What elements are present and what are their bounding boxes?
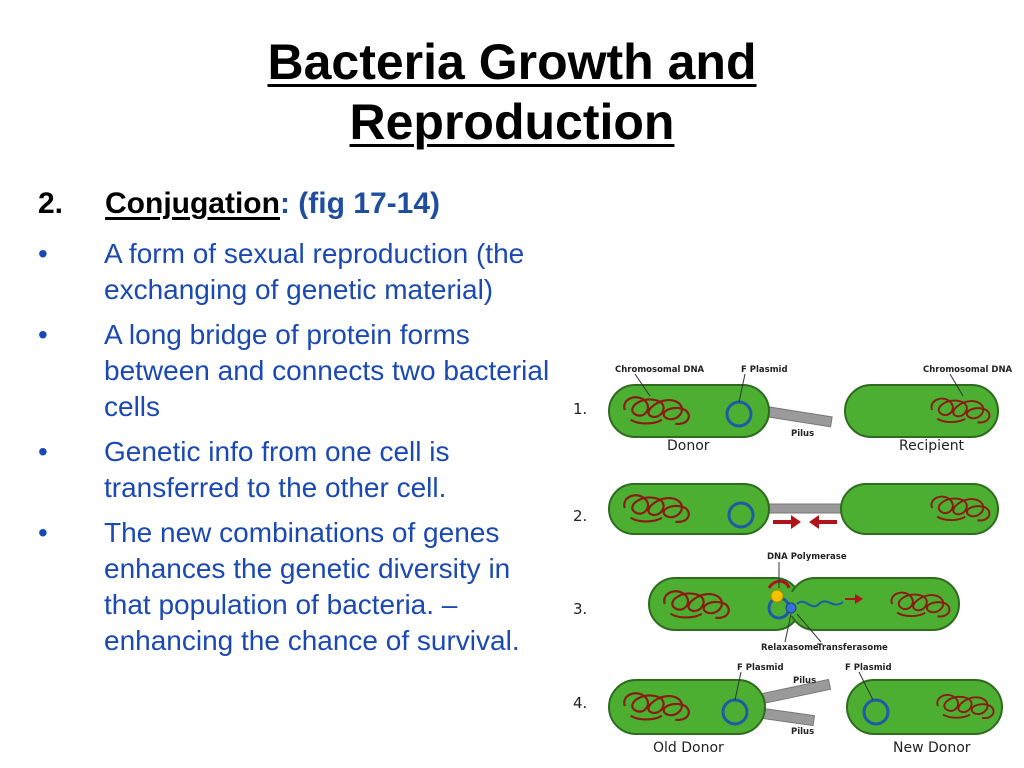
pointer-line — [796, 613, 822, 643]
f-plasmid — [727, 501, 755, 529]
section-heading: 2. Conjugation: (fig 17-14) — [38, 184, 440, 224]
f-plasmid-label: F Plasmid — [845, 663, 892, 673]
bullet-symbol: • — [38, 238, 48, 269]
recipient-cell — [788, 577, 960, 631]
step-label-3: 3. — [573, 600, 587, 618]
old-donor-label: Old Donor — [653, 740, 724, 756]
arrow-right — [773, 515, 801, 529]
transfer-arrow — [845, 594, 863, 604]
heading-number: 2. — [38, 187, 64, 220]
donor-label: Donor — [667, 438, 710, 454]
f-plasmid-label: F Plasmid — [737, 663, 784, 673]
pointer-line — [949, 373, 964, 397]
step-label-1: 1. — [573, 400, 587, 418]
bullet-text: The new combinations of genes enhances t… — [104, 517, 520, 656]
pilus-label: Pilus — [791, 727, 814, 737]
new-donor-cell — [846, 679, 1003, 735]
pointer-line — [858, 671, 874, 701]
recipient-cell — [844, 384, 999, 438]
bullet-item: • A form of sexual reproduction (the exch… — [38, 236, 563, 308]
bullet-symbol: • — [38, 319, 48, 350]
chromosomal-dna-label: Chromosomal DNA — [615, 365, 705, 375]
chromosomal-dna-label: Chromosomal DNA — [923, 365, 1013, 375]
pilus — [762, 503, 848, 514]
recipient-label: Recipient — [899, 438, 965, 454]
heading-term: Conjugation — [105, 187, 280, 220]
f-plasmid — [862, 698, 890, 726]
pointer-line — [734, 671, 742, 701]
heading-figure-ref: : (fig 17-14) — [279, 187, 440, 220]
f-plasmid-label: F Plasmid — [741, 365, 788, 375]
bullet-text: A form of sexual reproduction (the excha… — [104, 238, 525, 305]
conjugation-diagram: 1. Chromosomal DNA F Plasmid Chromosomal… — [573, 365, 1013, 756]
dna-polymerase-arc — [767, 579, 791, 589]
bullet-symbol: • — [38, 517, 48, 548]
dna-polymerase — [770, 589, 784, 603]
step-label-2: 2. — [573, 507, 587, 525]
pointer-line — [634, 373, 651, 397]
relaxasome — [785, 602, 797, 614]
bullet-item: • The new combinations of genes enhances … — [38, 515, 563, 659]
pilus — [758, 707, 816, 727]
pilus — [760, 405, 833, 428]
bullet-text: A long bridge of protein forms between a… — [104, 319, 550, 422]
bullet-list: • A form of sexual reproduction (the exch… — [38, 236, 563, 668]
step-label-4: 4. — [573, 694, 587, 712]
arrow-left — [809, 515, 837, 529]
title-line-2: Reproduction — [349, 94, 675, 150]
pilus-label: Pilus — [791, 429, 814, 439]
title-line-1: Bacteria Growth and — [267, 34, 757, 90]
transferred-dna-strand — [796, 600, 844, 608]
pointer-line — [738, 373, 746, 403]
slide-title: Bacteria Growth and Reproduction — [0, 32, 1024, 152]
recipient-cell — [840, 483, 999, 535]
pointer-line — [784, 613, 792, 643]
bullet-item: • Genetic info from one cell is transferr… — [38, 434, 563, 506]
new-donor-label: New Donor — [893, 740, 971, 756]
dna-polymerase-label: DNA Polymerase — [767, 552, 847, 562]
bullet-item: • A long bridge of protein forms between … — [38, 317, 563, 425]
transferasome-label: Transferasome — [817, 643, 888, 653]
relaxasome-label: Relaxasome — [761, 643, 819, 653]
bullet-text: Genetic info from one cell is transferre… — [104, 436, 450, 503]
pilus-label: Pilus — [793, 676, 816, 686]
bullet-symbol: • — [38, 436, 48, 467]
